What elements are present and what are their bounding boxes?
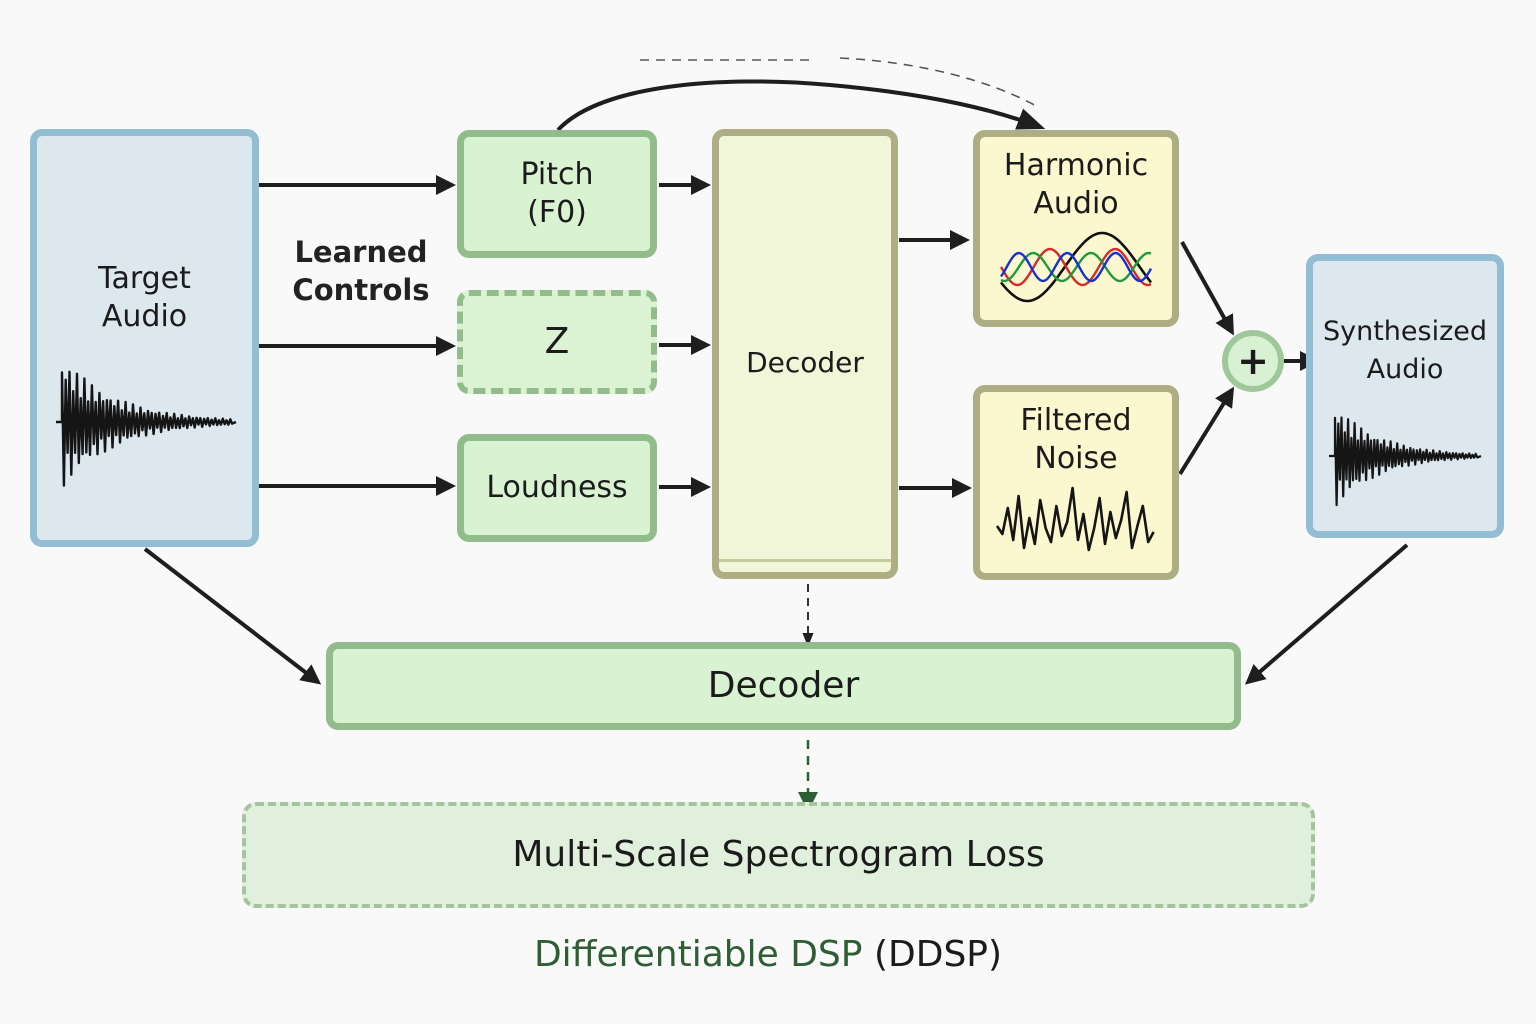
pitch-label: Pitch [520, 157, 594, 192]
decaying-waveform-icon [55, 370, 236, 487]
learned-controls-annotation: Learned Controls [292, 235, 430, 307]
filtered-noise-node: Filtered Noise [973, 385, 1179, 580]
harmonic-label: Harmonic [1003, 148, 1149, 183]
harmonic-audio-node: Harmonic Audio [973, 130, 1179, 327]
synthesized-audio-node: Synthesized Audio [1306, 254, 1504, 538]
decoder-bottom-node: Decoder [326, 642, 1241, 730]
decoder-footer-divider [719, 559, 891, 562]
decoder-main-node: Decoder [712, 129, 898, 579]
decaying-waveform-icon [1329, 416, 1482, 507]
pitch-node: Pitch (F0) [457, 130, 657, 258]
noise-waveform-icon [995, 486, 1155, 552]
spectrogram-loss-node: Multi-Scale Spectrogram Loss [242, 802, 1315, 908]
decoder-main-label: Decoder [746, 346, 864, 379]
caption-title: Differentiable DSP [533, 934, 863, 975]
z-latent-node: Z [457, 290, 657, 394]
arrow-target-to-decoder-bottom [143, 547, 322, 685]
pitch-sublabel: (F0) [527, 195, 587, 230]
loudness-label: Loudness [486, 470, 628, 505]
noise-sublabel: Noise [1034, 441, 1118, 476]
harmonic-sines-icon [999, 231, 1153, 303]
diagram-caption: Differentiable DSP (DDSP) [0, 930, 1536, 980]
synth-label: Synthesized [1322, 316, 1488, 347]
target-audio-label: Target Audio [98, 261, 191, 334]
plus-icon: + [1237, 339, 1269, 383]
loudness-node: Loudness [457, 434, 657, 542]
decoder-bottom-label: Decoder [707, 665, 860, 706]
arrow-pitch-to-harmonic-curved [556, 79, 1046, 132]
harmonic-sublabel: Audio [1033, 186, 1119, 221]
noise-label: Filtered [1020, 403, 1132, 438]
arrow-noise-to-sum [1178, 386, 1235, 476]
loss-label: Multi-Scale Spectrogram Loss [512, 834, 1045, 875]
arrow-synth-to-decoder-bottom [1244, 543, 1409, 685]
synth-sublabel: Audio [1366, 354, 1444, 385]
z-label: Z [544, 321, 570, 362]
caption-suffix: (DDSP) [873, 934, 1003, 975]
arrow-harmonic-to-sum [1180, 241, 1234, 336]
faint-dashed-curve [640, 57, 1041, 109]
sum-node: + [1222, 330, 1284, 392]
target-audio-node: Target Audio [30, 129, 259, 547]
